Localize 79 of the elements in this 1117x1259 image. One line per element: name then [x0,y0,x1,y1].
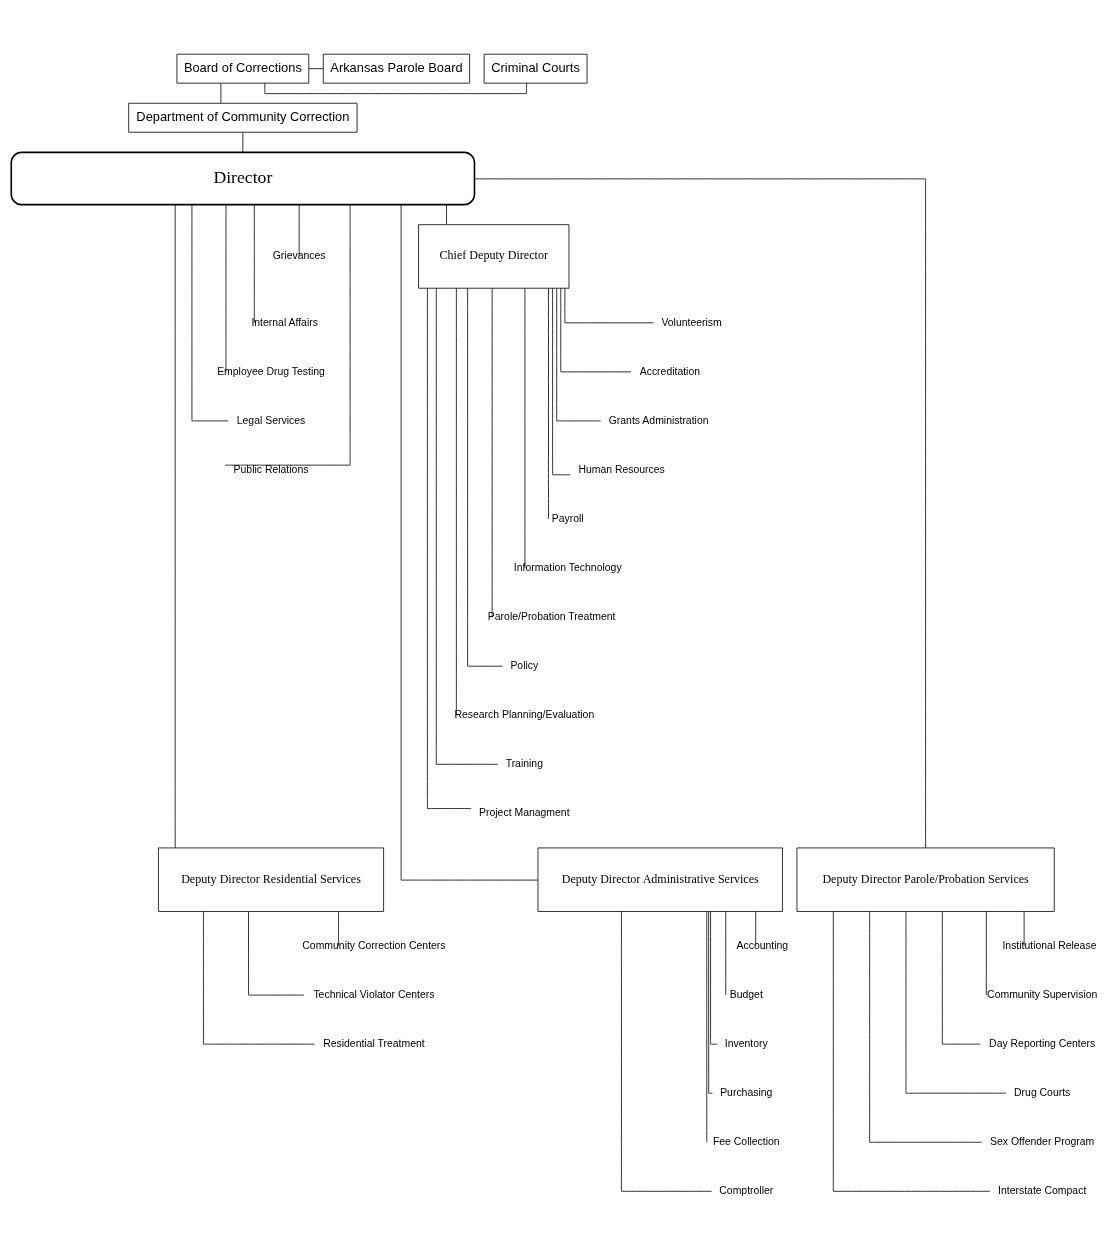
connector [710,910,718,1045]
connector [552,287,571,475]
node-box: Arkansas Parole Board [322,53,471,84]
connector [253,203,255,323]
connector [491,287,493,618]
node-text: Purchasing [720,1086,773,1098]
connector [338,910,339,946]
connector [455,287,457,716]
node-text: Community Correction Centers [302,939,446,951]
connector [1023,910,1025,946]
node-box: Criminal Courts [483,53,588,84]
connector [225,203,227,372]
node-text: Research Planning/Evaluation [454,708,595,720]
node-box: Chief Deputy Director [418,223,570,289]
connector [400,203,539,880]
connector [446,203,447,225]
connector [435,287,499,765]
node-text: Training [505,757,543,769]
connector [708,910,713,1094]
connector [556,287,602,421]
node-text: Accounting [736,939,789,951]
node-box: Deputy Director Residential Services [158,847,384,912]
node-text: Comptroller [719,1184,774,1196]
node-text: Public Relations [233,463,309,475]
connector [548,287,549,519]
node-text: Day Reporting Centers [989,1037,1096,1049]
node-box: Deputy Director Administrative Services [537,847,783,912]
node-text: Parole/Probation Treatment [487,610,616,622]
connector [560,287,632,372]
connector [248,910,305,995]
node-text: Technical Violator Centers [313,988,435,1000]
node-text: Internal Affairs [251,316,318,328]
connector [220,82,222,103]
node-text: Community Supervision [987,988,1098,1000]
connector [755,910,757,946]
node-box: Board of Corrections [176,53,310,84]
connector [242,131,244,153]
connector [308,67,324,69]
connector [941,910,981,1045]
node-text: Volunteerism [661,316,722,328]
node-text: Sex Offender Program [990,1135,1095,1147]
node-text: Institutional Release [1002,939,1097,951]
node-text: Legal Services [236,414,306,426]
node-text: Interstate Compact [998,1184,1087,1196]
connector [191,203,229,421]
node-text: Policy [510,659,539,671]
connector [869,910,983,1143]
connector [174,203,176,848]
connector [524,287,526,568]
connector [706,910,708,1143]
node-text: Residential Treatment [323,1037,425,1049]
node-box: Department of Community Correction [128,102,358,133]
connector [264,82,527,94]
node-text: Budget [729,988,763,1000]
node-box: Director [10,151,476,205]
node-text: Grants Administration [608,414,709,426]
connector [725,910,727,995]
connector [985,910,987,995]
node-text: Information Technology [513,561,622,573]
connector [467,287,503,667]
connector [427,287,472,809]
connector [621,910,713,1192]
node-text: Project Managment [479,806,570,818]
connector [298,203,300,257]
node-text: Drug Courts [1014,1086,1071,1098]
connector [905,910,1007,1094]
connector [224,203,351,466]
node-text: Grievances [272,249,326,261]
connector [832,910,991,1192]
node-text: Payroll [551,512,584,524]
node-text: Employee Drug Testing [217,365,325,377]
node-text: Accreditation [639,365,701,377]
node-text: Fee Collection [712,1135,780,1147]
node-box: Deputy Director Parole/Probation Services [796,847,1055,912]
connector [474,177,926,848]
connector [203,910,315,1045]
node-text: Human Resources [578,463,665,475]
node-text: Inventory [724,1037,768,1049]
connector [564,287,655,323]
